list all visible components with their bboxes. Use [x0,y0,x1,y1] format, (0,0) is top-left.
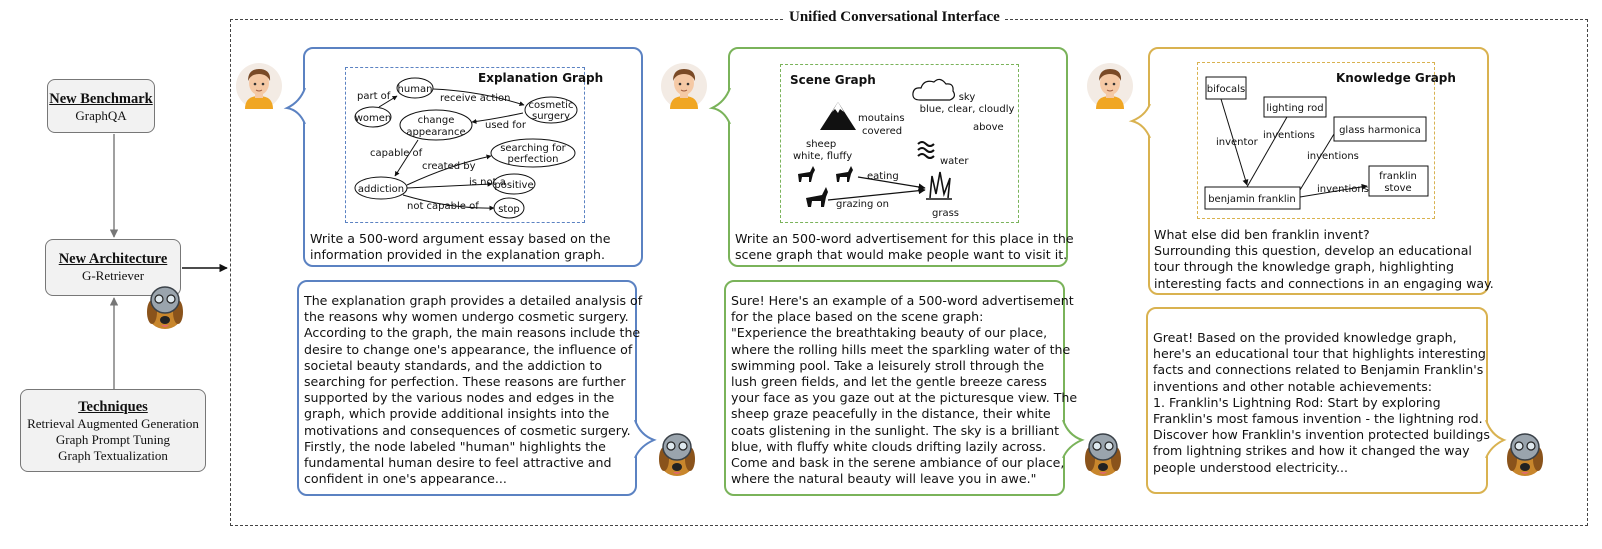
node-label: franklin [1379,171,1417,182]
knowledge-graph: bifocals lighting rod glass harmonica be… [1204,76,1429,210]
edge-label: not capable of [407,201,479,212]
node-label: addiction [358,184,404,195]
benchmark-label: GraphQA [75,108,127,123]
scene-label: white, fluffy [793,151,852,162]
explanation-graph-title: Explanation Graph [478,71,604,85]
mountain-icon [820,102,856,130]
explanation-graph-frame [345,67,585,223]
scene-graph: moutains covered sky blue, clear, cloudl… [793,78,1015,219]
node-franklin-stove [1368,165,1429,197]
eating-arrow [857,176,926,191]
techniques-heading: Techniques [78,399,148,415]
dog-icon [1507,433,1543,476]
question-bubble-3 [1148,47,1489,295]
techniques-line-2: Graph Prompt Tuning [55,432,171,447]
answer-text-3: Great! Based on the provided knowledge g… [1153,330,1490,475]
answer-bubble-3 [1146,307,1488,494]
grazing-arrow [827,187,926,201]
node-label: stove [1384,183,1411,194]
node-positive [492,173,536,195]
techniques-line-1: Retrieval Augmented Generation [27,416,199,431]
scene-label: water [940,156,969,167]
node-label: lighting rod [1266,103,1323,114]
dog-icon [659,433,695,476]
architecture-heading: New Architecture [58,251,168,267]
answer-text-2: Sure! Here's an example of a 500-word ad… [731,293,1078,487]
node-lighting-rod [1263,96,1327,118]
scene-label: blue, clear, cloudly [920,104,1015,115]
frame-title: Unified Conversational Interface [785,9,1004,26]
node-human [396,77,434,99]
node-label: change [418,115,455,126]
water-icon [917,141,935,159]
grass-icon [926,171,952,200]
sheep-icon [798,166,853,207]
knowledge-graph-frame [1197,62,1435,219]
edge-label: inventions [1317,184,1369,195]
scene-label: sheep [806,139,836,150]
node-change-appearance [399,109,473,141]
techniques-line-3: Graph Textualization [58,448,168,463]
scene-label: eating [867,171,899,182]
edge-label: used for [485,120,527,131]
left-connectors [109,134,228,389]
benchmark-heading: New Benchmark [49,91,153,107]
edge-label: capable of [370,148,423,159]
benchmark-box: New Benchmark GraphQA [47,79,155,133]
node-bifocals [1205,76,1247,100]
edge-label: created by [422,161,476,172]
node-label: surgery [532,111,570,122]
node-women [354,106,392,128]
cloud-icon [912,78,956,101]
user-avatar-icon [661,63,707,109]
user-avatar-icon [1087,63,1133,109]
edge-label: inventor [1216,137,1259,148]
scene-label: moutains [858,113,905,124]
user-avatar-icon [236,63,282,109]
node-cosmetic-surgery [524,96,578,124]
scene-label: grazing on [836,199,889,210]
question-text-1: Write a 500-word argument essay based on… [310,231,611,263]
node-label: glass harmonica [1339,125,1421,136]
edge-label: receive action [440,93,511,104]
techniques-box: Techniques Retrieval Augmented Generatio… [20,389,206,472]
architecture-label: G-Retriever [81,268,145,283]
answer-bubble-1 [297,280,637,496]
node-label: benjamin franklin [1208,194,1296,205]
node-label: perfection [508,154,559,165]
scene-label: covered [862,126,902,137]
scene-graph-title: Scene Graph [790,73,876,87]
node-label: bifocals [1207,84,1245,95]
knowledge-graph-title: Knowledge Graph [1336,71,1456,85]
node-searching-for-perfection [490,138,576,168]
edge-label: inventions [1263,130,1315,141]
scene-graph-frame [780,64,1019,223]
node-label: stop [498,204,520,215]
node-label: searching for [500,143,566,154]
dog-icon [147,286,183,329]
node-benjamin-franklin [1204,186,1301,210]
question-text-2: Write an 500-word advertisement for this… [735,231,1074,263]
node-label: positive [494,180,533,191]
scene-label: sky [959,92,976,103]
question-text-3: What else did ben franklin invent?Surrou… [1154,227,1494,291]
dog-icon [1085,433,1121,476]
node-label: cosmetic [529,100,574,111]
scene-label: grass [932,208,959,219]
answer-bubble-2 [724,280,1065,496]
question-bubble-1 [303,47,643,267]
node-label: appearance [406,127,465,138]
edge-label: inventions [1307,151,1359,162]
answer-text-1: The explanation graph provides a detaile… [304,293,643,487]
architecture-box: New Architecture G-Retriever [45,239,181,296]
node-label: human [398,84,433,95]
question-bubble-2 [728,47,1068,267]
edge-label: part of [357,91,391,102]
node-glass-harmonica [1333,116,1427,142]
node-label: women [355,113,392,124]
explanation-graph: human women change appearance cosmetic s… [354,77,578,219]
edge-label: is not a [469,177,506,188]
scene-label: above [973,122,1004,133]
